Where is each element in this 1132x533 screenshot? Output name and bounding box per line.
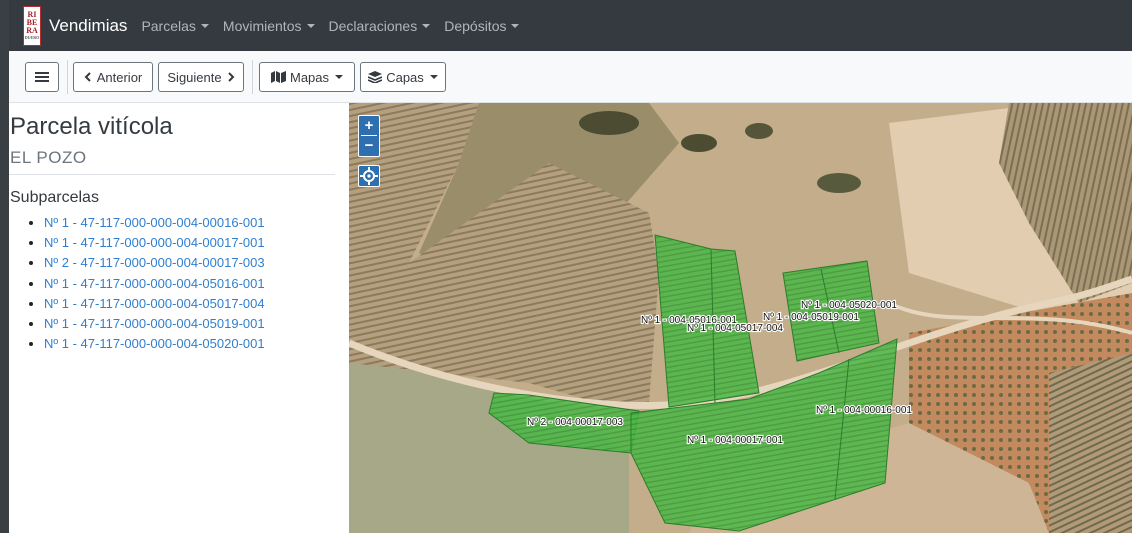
zoom-out-button[interactable]: − bbox=[364, 137, 374, 154]
logo-text-3: RA bbox=[26, 26, 38, 35]
parcel-label: Nº 1 - 004-05016-001 bbox=[641, 315, 737, 326]
vineyard-field bbox=[1049, 353, 1132, 533]
subparcel-list: Nº 1 - 47-117-000-000-004-00016-001 Nº 1… bbox=[44, 213, 265, 354]
zoom-in-button[interactable]: + bbox=[364, 117, 374, 134]
road bbox=[888, 301, 1132, 335]
tree-cluster bbox=[681, 134, 717, 152]
window-edge bbox=[0, 0, 9, 533]
chevron-down-icon bbox=[429, 75, 438, 79]
parcel-label: Nº 1 - 004-05020-001 bbox=[801, 300, 897, 311]
subparcel-link[interactable]: Nº 1 - 47-117-000-000-004-05017-004 bbox=[44, 295, 265, 311]
chevron-down-icon bbox=[200, 23, 209, 28]
subparcel-link[interactable]: Nº 1 - 47-117-000-000-004-00016-001 bbox=[44, 215, 265, 230]
parcel-details-panel: Parcela vitícola EL POZO Subparcelas Nº … bbox=[9, 103, 349, 533]
crosshair-icon bbox=[360, 167, 378, 185]
parcel-label: Nº 1 - 004-05017-004 bbox=[687, 323, 783, 334]
next-button[interactable]: Siguiente bbox=[158, 62, 244, 92]
nav-menu-label: Movimientos bbox=[222, 17, 302, 34]
chevron-down-icon bbox=[511, 23, 520, 28]
logo-text-4: DUERO bbox=[24, 35, 40, 40]
parcel-label-group: Nº 1 - 004-05016-001 Nº 1 - 004-05017-00… bbox=[526, 299, 914, 447]
nav-menu-depositos[interactable]: Depósitos bbox=[444, 17, 520, 34]
nav-menu-declaraciones[interactable]: Declaraciones bbox=[329, 18, 431, 34]
layers-icon bbox=[368, 71, 383, 83]
layers-dropdown-label: Capas bbox=[386, 69, 424, 85]
parcel-divider bbox=[834, 358, 850, 500]
parcel-label: Nº 1 - 004-05019-001 bbox=[763, 312, 859, 323]
sidebar-toggle-button[interactable] bbox=[25, 62, 59, 92]
locate-button[interactable] bbox=[358, 165, 380, 187]
previous-button-label: Anterior bbox=[96, 69, 143, 85]
subparcel-link[interactable]: Nº 1 - 47-117-000-000-004-05020-001 bbox=[44, 336, 265, 352]
chevron-right-icon bbox=[227, 72, 235, 82]
subparcels-heading: Subparcelas bbox=[10, 189, 99, 206]
nav-menu-label: Parcelas bbox=[141, 17, 196, 34]
list-item: Nº 1 - 47-117-000-000-004-00017-001 bbox=[44, 233, 265, 253]
nav-menu-label: Depósitos bbox=[444, 17, 507, 34]
chevron-left-icon bbox=[84, 72, 91, 82]
list-item: Nº 1 - 47-117-000-000-004-00016-001 bbox=[44, 213, 265, 233]
parcel-label: Nº 1 - 004-00016-001 bbox=[816, 405, 912, 416]
parcel-label: Nº 2 - 004-00017-003 bbox=[527, 417, 623, 428]
tree-cluster bbox=[817, 173, 861, 193]
vineyard-field bbox=[349, 103, 479, 303]
map-icon bbox=[270, 71, 286, 83]
previous-button[interactable]: Anterior bbox=[73, 62, 153, 92]
parcel-polygons[interactable] bbox=[488, 234, 898, 532]
maps-dropdown[interactable]: Mapas bbox=[259, 62, 355, 92]
brand-link[interactable]: Vendimias bbox=[49, 15, 128, 35]
layers-dropdown[interactable]: Capas bbox=[360, 62, 446, 92]
list-item: Nº 1 - 47-117-000-000-004-05019-001 bbox=[44, 314, 265, 334]
subparcel-link[interactable]: Nº 1 - 47-117-000-000-004-05016-001 bbox=[44, 275, 265, 291]
nav-menu-label: Declaraciones bbox=[328, 17, 418, 34]
parcel-label: Nº 1 - 004-00017-001 bbox=[687, 435, 783, 446]
list-item: Nº 2 - 47-117-000-000-004-00017-003 bbox=[44, 253, 265, 273]
zoom-divider bbox=[361, 135, 377, 136]
zoom-control: + − bbox=[358, 115, 380, 157]
vineyard-field bbox=[999, 103, 1132, 303]
road bbox=[349, 275, 1132, 409]
vineyard-field bbox=[349, 163, 659, 403]
chevron-down-icon bbox=[306, 23, 315, 28]
parcel-polygon-00017-001[interactable] bbox=[630, 338, 898, 532]
list-item: Nº 1 - 47-117-000-000-004-05020-001 bbox=[44, 334, 265, 354]
chevron-down-icon bbox=[422, 23, 431, 28]
maps-dropdown-label: Mapas bbox=[289, 69, 330, 85]
logo-text-2: BE bbox=[26, 18, 38, 27]
map-view[interactable]: Nº 1 - 004-05016-001 Nº 1 - 004-05017-00… bbox=[349, 103, 1132, 533]
toolbar-separator bbox=[67, 60, 68, 94]
top-navbar: RI BE RA DUERO Vendimias Parcelas Movimi… bbox=[9, 0, 1132, 51]
list-item: Nº 1 - 47-117-000-000-004-05016-001 bbox=[44, 274, 265, 294]
toolbar: Anterior Siguiente Mapas Capas bbox=[9, 51, 1132, 103]
toolbar-separator bbox=[252, 60, 253, 94]
tree-cluster bbox=[745, 123, 773, 139]
field-grass bbox=[349, 363, 629, 533]
next-button-label: Siguiente bbox=[167, 69, 222, 85]
parcel-divider bbox=[710, 248, 716, 404]
logo-text-1: RI bbox=[27, 10, 37, 19]
satellite-map[interactable]: Nº 1 - 004-05016-001 Nº 1 - 004-05017-00… bbox=[349, 103, 1132, 533]
subparcel-link[interactable]: Nº 1 - 47-117-000-000-004-00017-001 bbox=[44, 235, 265, 251]
nav-menu-movimientos[interactable]: Movimientos bbox=[223, 18, 315, 34]
nav-menu-parcelas[interactable]: Parcelas bbox=[141, 17, 209, 34]
chevron-down-icon bbox=[335, 75, 344, 79]
ribera-duero-logo[interactable]: RI BE RA DUERO bbox=[23, 5, 41, 46]
subparcel-link[interactable]: Nº 2 - 47-117-000-000-004-00017-003 bbox=[44, 255, 265, 271]
parcel-name: EL POZO bbox=[10, 148, 87, 167]
parcel-polygon-05016-001[interactable] bbox=[654, 234, 760, 408]
hamburger-icon bbox=[35, 72, 49, 82]
divider bbox=[9, 174, 335, 175]
tree-cluster bbox=[579, 111, 639, 135]
list-item: Nº 1 - 47-117-000-000-004-05017-004 bbox=[44, 294, 265, 314]
page-title: Parcela vitícola bbox=[10, 113, 173, 140]
parcel-polygon-05019-001[interactable] bbox=[782, 260, 880, 362]
subparcel-link[interactable]: Nº 1 - 47-117-000-000-004-05019-001 bbox=[44, 316, 265, 332]
parcel-divider bbox=[820, 268, 840, 354]
